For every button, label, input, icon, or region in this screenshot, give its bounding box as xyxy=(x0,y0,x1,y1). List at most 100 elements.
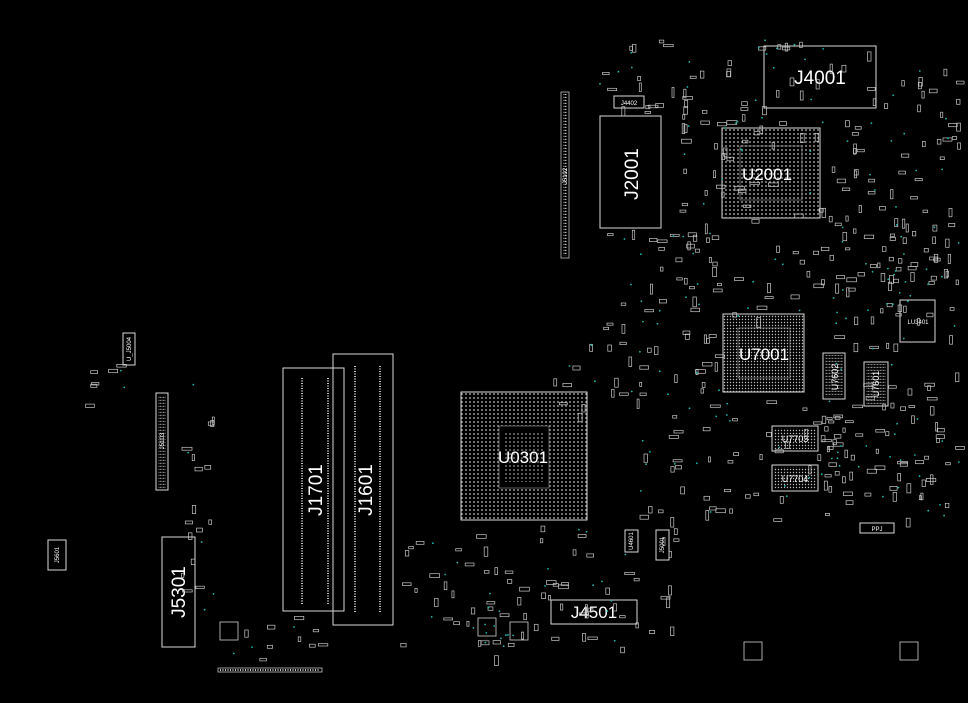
small-part xyxy=(185,520,193,525)
small-part xyxy=(717,282,722,287)
small-part xyxy=(910,196,918,200)
via xyxy=(914,454,916,456)
via xyxy=(487,606,490,609)
via xyxy=(836,311,838,314)
small-part xyxy=(577,534,587,538)
small-part xyxy=(903,305,907,313)
small-part xyxy=(464,562,475,567)
via xyxy=(808,476,811,479)
small-part xyxy=(504,570,514,574)
via xyxy=(895,206,897,208)
small-part xyxy=(842,476,846,484)
small-part xyxy=(848,287,856,292)
via xyxy=(835,362,838,365)
small-part xyxy=(572,365,581,371)
via xyxy=(594,380,596,383)
via xyxy=(687,125,690,127)
small-part xyxy=(692,296,697,308)
edge-strip xyxy=(217,667,323,673)
label-u2001: U2001 xyxy=(742,165,792,184)
via xyxy=(682,235,685,238)
via xyxy=(251,646,253,648)
small-part xyxy=(455,548,462,552)
via xyxy=(953,325,956,327)
small-part xyxy=(701,382,706,388)
small-part xyxy=(774,449,784,454)
label-u7703: U7703 xyxy=(782,434,809,444)
small-part xyxy=(828,462,837,467)
small-part xyxy=(880,308,884,314)
small-part xyxy=(901,80,905,87)
small-part xyxy=(893,343,899,352)
via xyxy=(838,464,841,467)
square-pad xyxy=(743,641,763,661)
small-part xyxy=(695,369,699,375)
small-part xyxy=(826,417,833,421)
small-part xyxy=(483,546,489,557)
small-part xyxy=(957,142,961,150)
via xyxy=(123,386,126,389)
small-part xyxy=(813,250,819,255)
via xyxy=(592,584,594,587)
small-part xyxy=(956,98,961,105)
small-part xyxy=(494,655,499,666)
via xyxy=(784,485,786,487)
small-part xyxy=(890,189,894,200)
small-part xyxy=(540,525,546,533)
via xyxy=(702,202,705,205)
small-part xyxy=(619,341,627,345)
small-part xyxy=(606,322,614,326)
small-part xyxy=(660,595,671,600)
via xyxy=(903,253,905,255)
connector-j4402: J4402 xyxy=(613,95,645,109)
via xyxy=(927,509,930,512)
via xyxy=(599,82,601,85)
small-part xyxy=(668,585,672,596)
via xyxy=(232,652,235,655)
small-part xyxy=(895,313,902,317)
via xyxy=(507,634,509,636)
small-part xyxy=(577,412,583,423)
small-part xyxy=(705,510,710,521)
via xyxy=(640,253,642,256)
small-part xyxy=(820,246,830,252)
small-part xyxy=(603,326,609,331)
small-part xyxy=(470,607,476,615)
via xyxy=(837,451,839,454)
small-part xyxy=(872,98,876,106)
via xyxy=(601,580,603,583)
via xyxy=(683,153,686,156)
via xyxy=(909,294,912,297)
small-part xyxy=(647,104,659,109)
via xyxy=(898,292,901,294)
small-part xyxy=(643,453,648,463)
via xyxy=(613,639,616,642)
small-part xyxy=(658,247,665,251)
small-part xyxy=(929,256,938,261)
via xyxy=(772,66,775,69)
via xyxy=(895,224,898,226)
small-part xyxy=(729,508,733,514)
via xyxy=(893,433,896,436)
small-part xyxy=(259,657,267,662)
small-part xyxy=(683,106,688,115)
small-part xyxy=(885,431,890,437)
label-j1701: J1701 xyxy=(306,464,327,516)
small-part xyxy=(832,439,837,446)
small-part xyxy=(724,489,732,493)
via xyxy=(892,303,894,306)
via xyxy=(692,252,695,255)
small-part xyxy=(918,77,923,87)
small-part xyxy=(579,612,589,616)
small-part xyxy=(866,468,877,474)
via xyxy=(617,70,620,73)
small-part xyxy=(116,364,127,368)
via xyxy=(781,263,784,266)
connector-j5102: J5102 xyxy=(560,91,570,259)
small-part xyxy=(716,184,726,189)
small-part xyxy=(581,404,586,413)
via xyxy=(845,317,847,320)
via xyxy=(828,400,831,403)
small-part xyxy=(853,169,859,176)
small-part xyxy=(702,362,713,367)
